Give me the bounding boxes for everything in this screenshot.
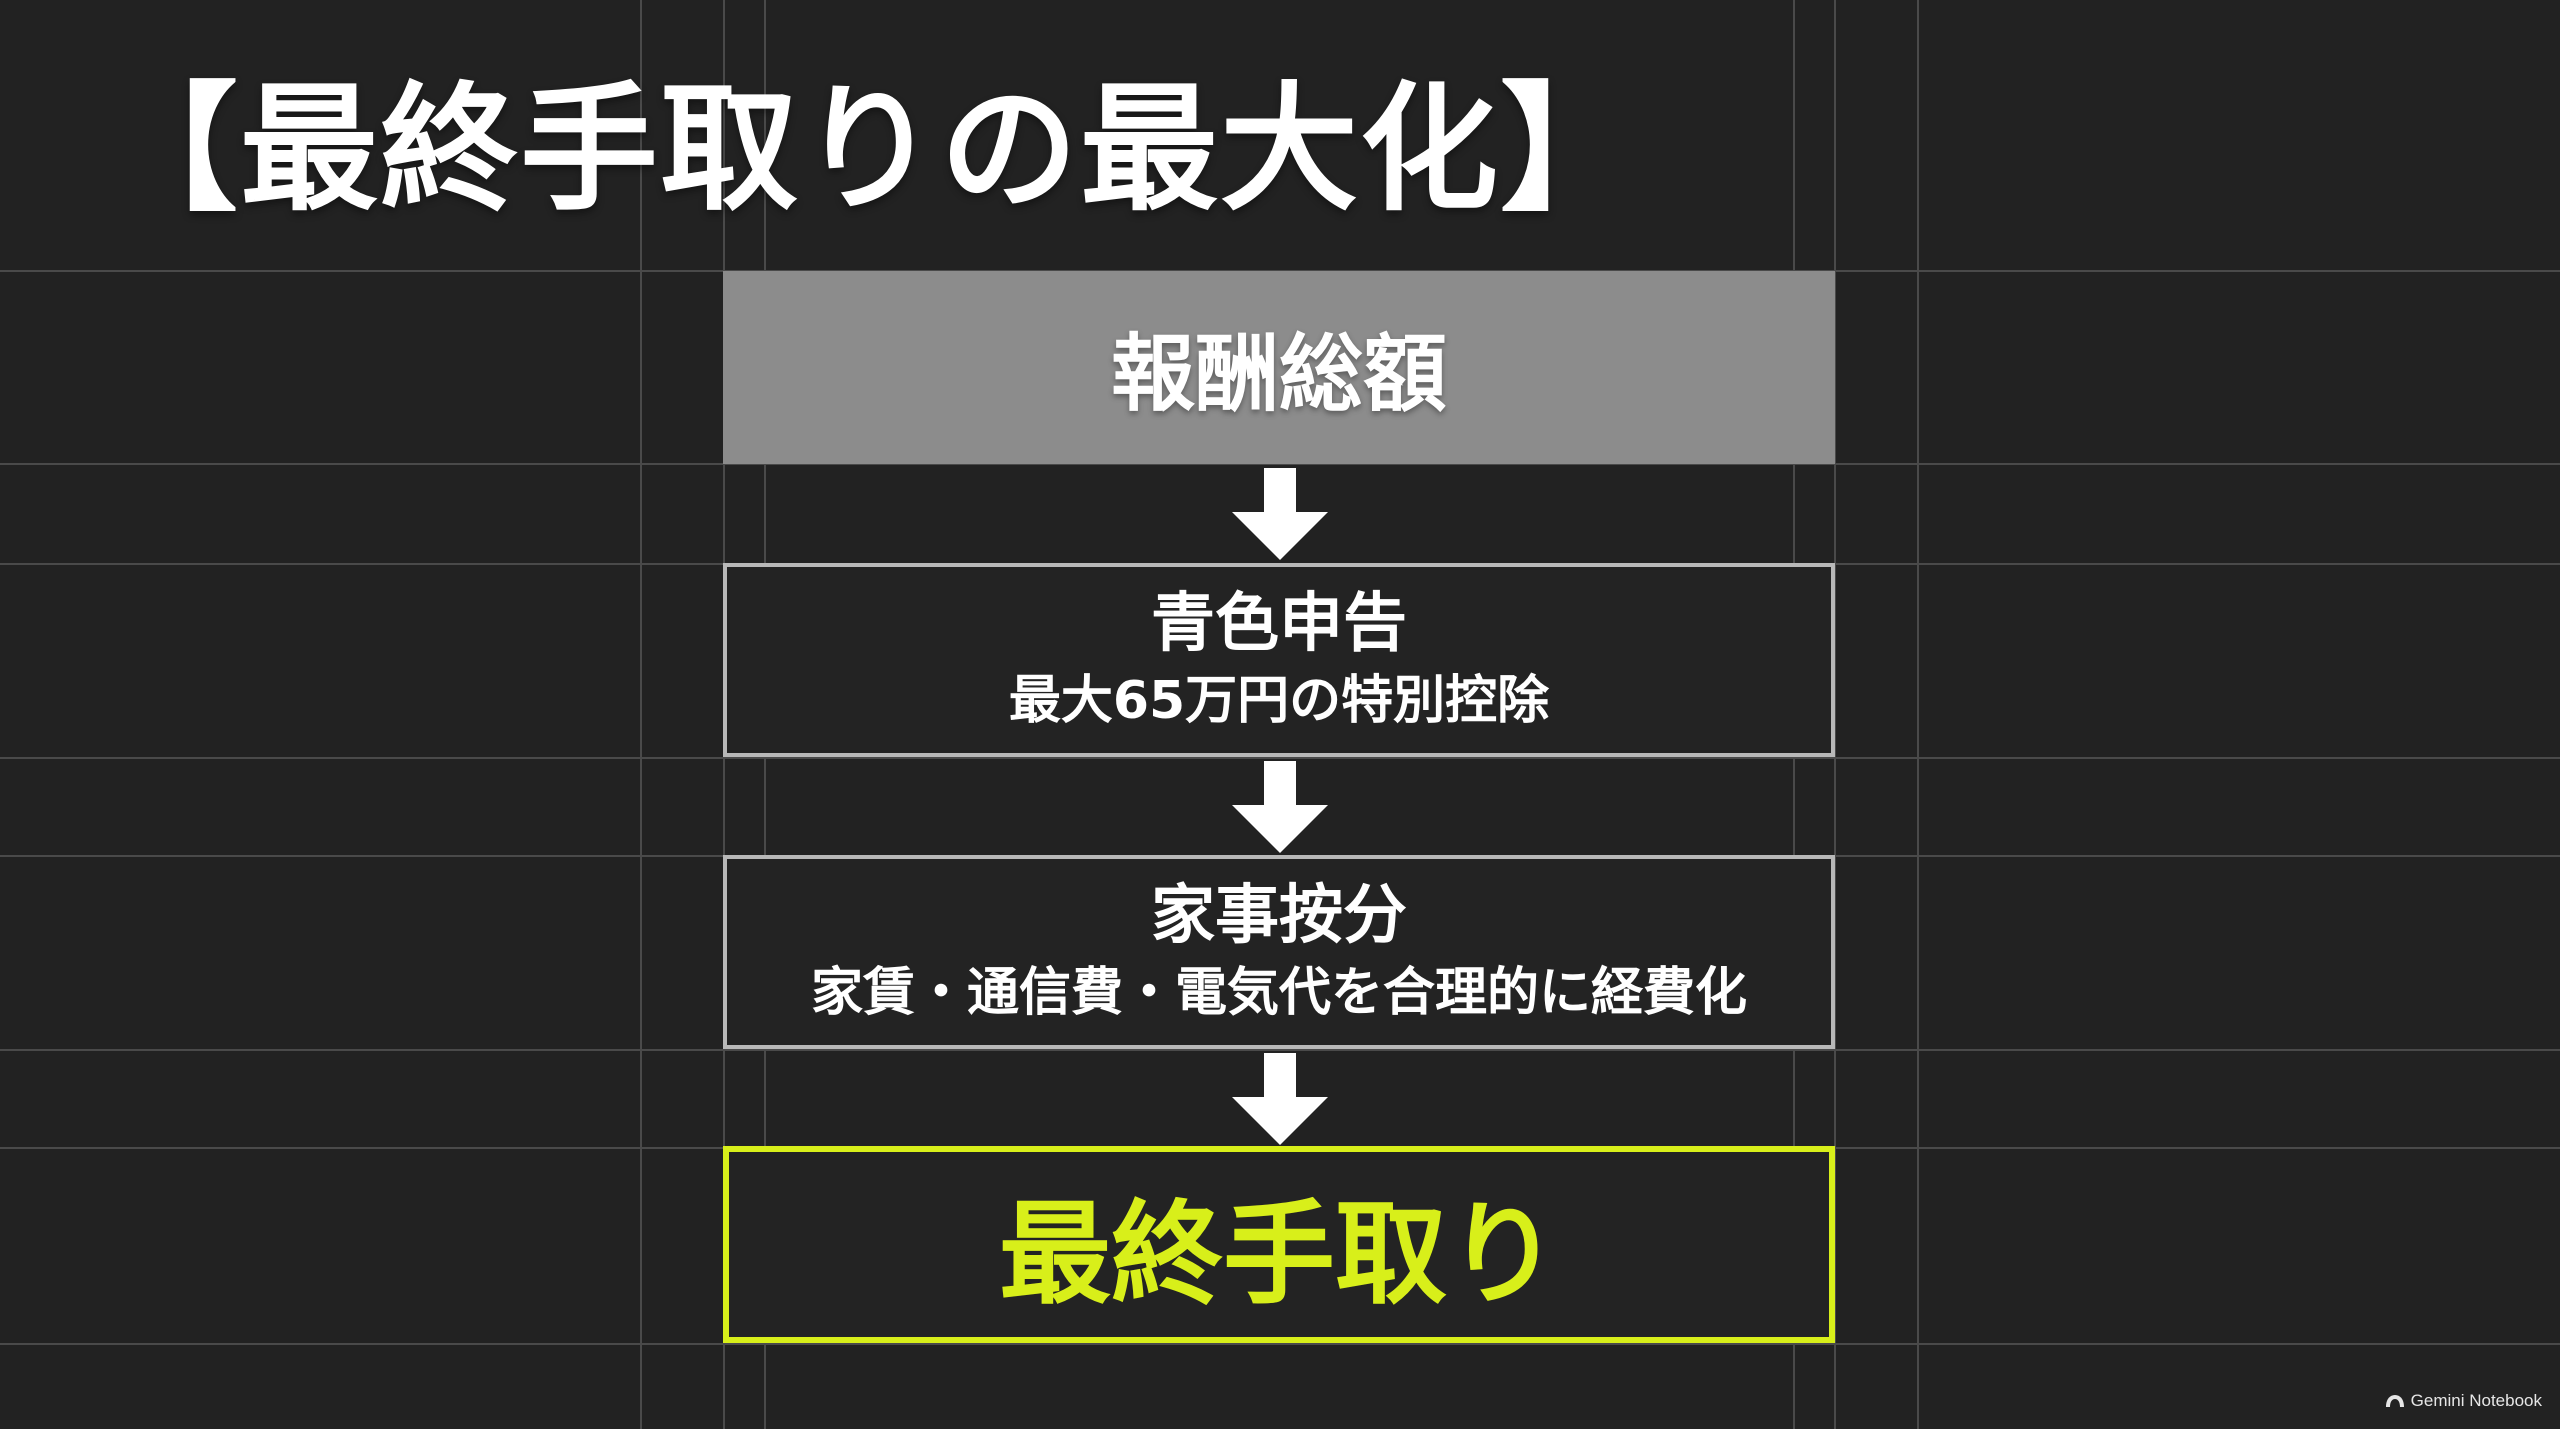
grid-line xyxy=(1917,0,1919,1429)
notebook-logo-icon xyxy=(2385,1395,2404,1407)
grid-line xyxy=(0,463,2560,465)
household-allocation-detail: 家賃・通信費・電気代を合理的に経費化 xyxy=(810,963,1747,1023)
grid-line xyxy=(0,1343,2560,1345)
household-allocation-box: 家事按分 家賃・通信費・電気代を合理的に経費化 xyxy=(723,855,1835,1049)
watermark-label: Gemini Notebook xyxy=(2410,1391,2542,1410)
slide-title: 【最終手取りの最大化】 xyxy=(100,69,1641,230)
household-allocation-label: 家事按分 xyxy=(1151,879,1407,953)
grid-line xyxy=(0,1049,2560,1051)
blue-return-detail: 最大65万円の特別控除 xyxy=(1008,671,1550,731)
arrow-down-icon xyxy=(1232,761,1328,853)
total-compensation-box: 報酬総額 xyxy=(723,271,1835,464)
grid-line xyxy=(0,757,2560,759)
arrow-down-icon xyxy=(1232,468,1328,560)
arrow-down-icon xyxy=(1232,1053,1328,1145)
blue-return-label: 青色申告 xyxy=(1151,587,1407,661)
total-compensation-label: 報酬総額 xyxy=(1110,325,1447,423)
watermark: Gemini Notebook xyxy=(2385,1391,2542,1411)
final-take-home-box: 最終手取り xyxy=(723,1146,1835,1343)
grid-line xyxy=(1834,0,1836,1429)
blue-return-box: 青色申告 最大65万円の特別控除 xyxy=(723,563,1835,757)
grid-line xyxy=(640,0,642,1429)
final-take-home-label: 最終手取り xyxy=(999,1189,1559,1320)
